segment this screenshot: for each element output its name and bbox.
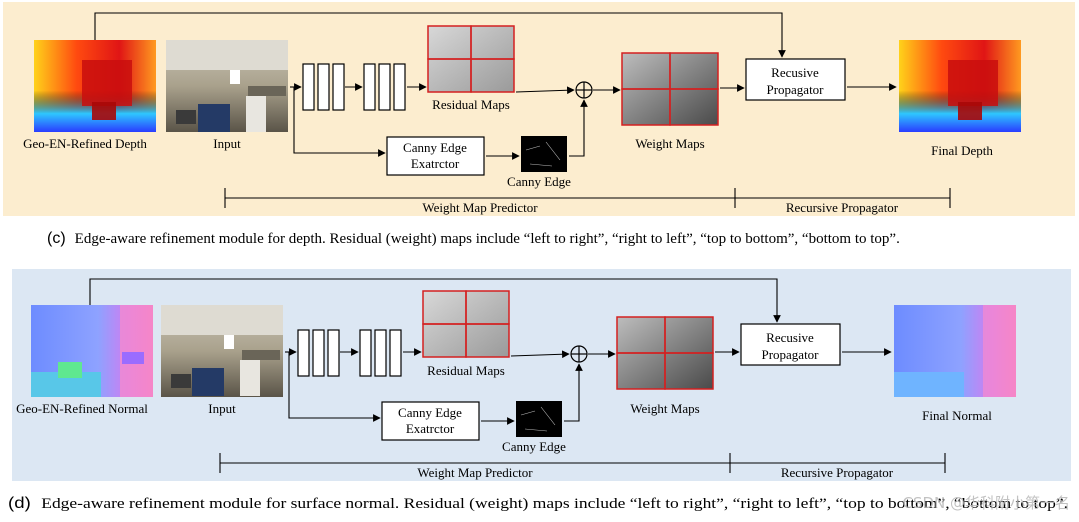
input-image — [161, 305, 283, 397]
canny-edge-label: Canny Edge — [507, 174, 571, 189]
canny-extractor-line2: Exatrctor — [406, 421, 455, 436]
final-depth-map — [899, 40, 1021, 132]
canny-extractor-line1: Canny Edge — [398, 405, 462, 420]
sum-node — [570, 345, 588, 363]
canny-edge-image — [516, 401, 562, 437]
caption-c-tag: (c) — [47, 230, 66, 247]
propagator-box — [740, 323, 841, 366]
stage-predictor-label: Weight Map Predictor — [417, 465, 533, 480]
canny-extractor-box — [386, 136, 485, 176]
encoder-blocks — [302, 63, 345, 111]
propagator-line2: Propagator — [766, 82, 824, 97]
caption-c-text: Edge-aware refinement module for depth. … — [75, 231, 900, 247]
input-label: Input — [213, 136, 241, 151]
weight-maps — [621, 52, 719, 126]
weight-maps-label: Weight Maps — [635, 136, 704, 151]
propagator-box — [745, 58, 846, 101]
canny-extractor-line1: Canny Edge — [403, 140, 467, 155]
watermark: CSDN @华科附小第一名 — [902, 494, 1070, 512]
canny-extractor-box — [381, 401, 480, 441]
panel-d-stage-bar — [219, 453, 946, 473]
canny-edge-label: Canny Edge — [502, 439, 566, 454]
weight-maps — [616, 316, 714, 390]
stage-propagator-label: Recursive Propagator — [786, 200, 899, 215]
caption-c: (c) Edge-aware refinement module for dep… — [47, 230, 900, 247]
residual-maps-label: Residual Maps — [427, 363, 505, 378]
final-label: Final Depth — [931, 143, 993, 158]
input-label: Input — [208, 401, 236, 416]
panel-c-stage-bar — [224, 188, 951, 208]
panel-c: Geo-EN-Refined Depth Input — [3, 2, 1075, 216]
final-label: Final Normal — [922, 408, 992, 423]
decoder-blocks — [359, 329, 402, 377]
side-label: Geo-EN-Refined Depth — [23, 136, 147, 151]
input-image — [166, 40, 288, 132]
refined-normal-map — [31, 305, 153, 397]
canny-extractor-line2: Exatrctor — [411, 156, 460, 171]
propagator-line1: Recusive — [766, 330, 814, 345]
canny-edge-image — [521, 136, 567, 172]
caption-d-text: Edge-aware refinement module for surface… — [41, 496, 1068, 512]
panel-c-arrows — [94, 12, 897, 160]
sum-node — [575, 81, 593, 99]
caption-d-tag: (d) — [8, 495, 31, 512]
encoder-blocks — [297, 329, 340, 377]
final-normal-map — [894, 305, 1016, 397]
panel-d: Geo-EN-Refined Normal Input — [12, 269, 1071, 481]
weight-maps-label: Weight Maps — [630, 401, 699, 416]
residual-maps-label: Residual Maps — [432, 97, 510, 112]
panel-d-arrows — [89, 278, 892, 425]
decoder-blocks — [363, 63, 406, 111]
propagator-line1: Recusive — [771, 65, 819, 80]
stage-propagator-label: Recursive Propagator — [781, 465, 894, 480]
propagator-line2: Propagator — [761, 347, 819, 362]
residual-maps — [427, 25, 515, 93]
stage-predictor-label: Weight Map Predictor — [422, 200, 538, 215]
caption-d: (d) Edge-aware refinement module for sur… — [8, 495, 1068, 512]
side-label: Geo-EN-Refined Normal — [16, 401, 148, 416]
residual-maps — [422, 290, 510, 358]
refined-depth-map — [34, 40, 156, 132]
